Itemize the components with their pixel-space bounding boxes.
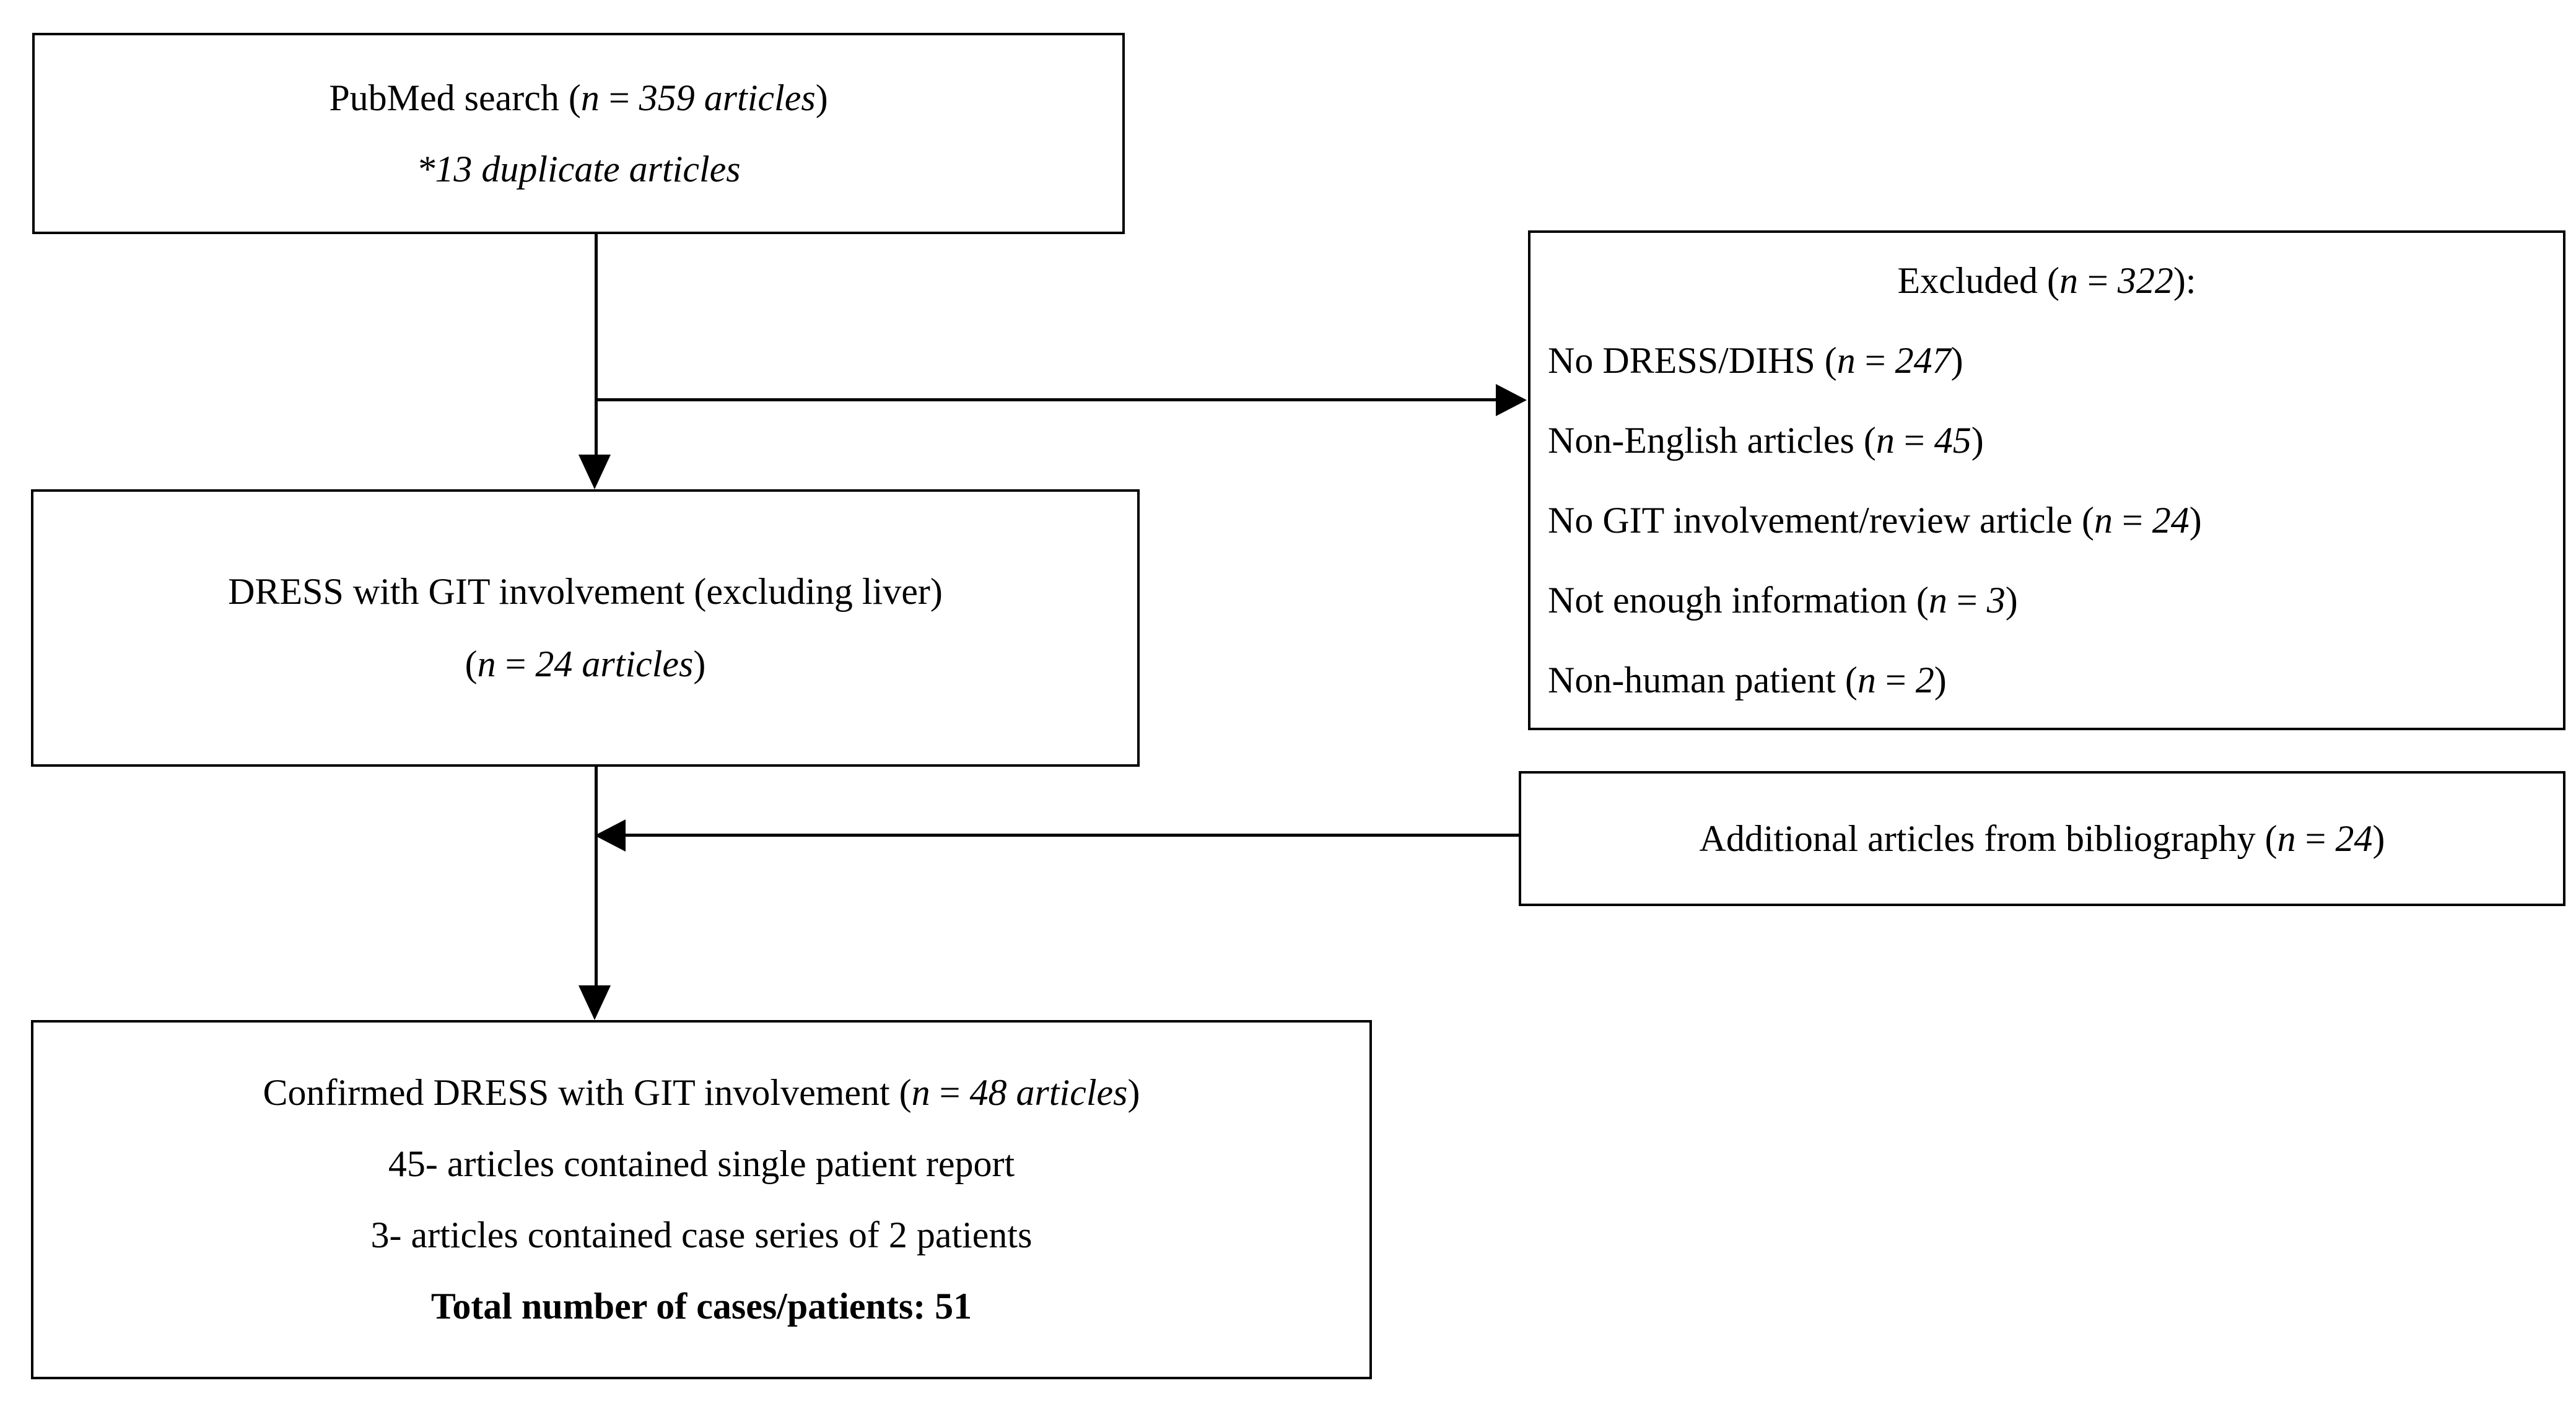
excluded-heading-n-symbol: n	[2059, 260, 2079, 301]
connector-pubmed-to-dress-arrowhead	[579, 455, 611, 489]
confirmed-dress-content: Confirmed DRESS with GIT involvement (n …	[33, 1064, 1369, 1335]
confirmed-dress-count: 48 articles	[969, 1072, 1128, 1113]
excluded-item-no-git: No GIT involvement/review article (n = 2…	[1548, 492, 2546, 549]
excluded-item-not-enough-info: Not enough information (n = 3)	[1548, 572, 2546, 629]
excluded-item-no-git-label: No GIT involvement/review article (	[1548, 499, 2094, 541]
excluded-item-no-dress-n-symbol: n	[1836, 339, 1856, 381]
excluded-heading-prefix: Excluded (	[1897, 260, 2060, 301]
additional-articles-content: Additional articles from bibliography (n…	[1521, 810, 2563, 868]
excluded-item-no-git-value: 24	[2152, 499, 2190, 541]
confirmed-dress-total: Total number of cases/patients: 51	[430, 1286, 972, 1327]
excluded-item-non-human-label: Non-human patient (	[1548, 659, 1858, 700]
excluded-item-non-human-value: 2	[1915, 659, 1934, 700]
additional-articles-equals: =	[2295, 818, 2336, 859]
additional-articles-count: 24	[2335, 818, 2373, 859]
excluded-item-not-enough-info-equals: =	[1947, 579, 1987, 621]
excluded-item-non-human-equals: =	[1875, 659, 1916, 700]
connector-additional-to-flow-arrowhead	[595, 819, 626, 852]
dress-git-n-symbol: n	[477, 643, 496, 684]
pubmed-search-suffix: )	[815, 77, 828, 118]
excluded-item-no-dress-close: )	[1950, 339, 1963, 381]
dress-git-equals: =	[496, 643, 536, 684]
excluded-item-not-enough-info-value: 3	[1986, 579, 2006, 621]
pubmed-search-line-1: PubMed search (n = 359 articles)	[52, 69, 1105, 127]
connector-pubmed-to-dress-line	[595, 234, 598, 456]
additional-articles-n-symbol: n	[2277, 818, 2296, 859]
dress-git-count: 24 articles	[535, 643, 694, 684]
excluded-item-non-human-n-symbol: n	[1857, 659, 1876, 700]
excluded-item-no-dress-label: No DRESS/DIHS (	[1548, 339, 1837, 381]
additional-articles-label: Additional articles from bibliography (	[1699, 818, 2277, 859]
confirmed-dress-line-1: Confirmed DRESS with GIT involvement (n …	[51, 1064, 1352, 1122]
dress-git-open-paren: (	[465, 643, 478, 684]
dress-git-close-paren: )	[693, 643, 706, 684]
pubmed-duplicates-line: *13 duplicate articles	[416, 148, 741, 190]
excluded-heading-count: 322	[2117, 260, 2173, 301]
excluded-item-not-enough-info-n-symbol: n	[1928, 579, 1947, 621]
pubmed-search-box: PubMed search (n = 359 articles) *13 dup…	[32, 33, 1125, 234]
excluded-item-non-english: Non-English articles (n = 45)	[1548, 412, 2546, 469]
excluded-item-no-git-equals: =	[2112, 499, 2152, 541]
connector-dress-to-confirmed-line	[595, 767, 598, 987]
confirmed-dress-label: Confirmed DRESS with GIT involvement (	[263, 1072, 912, 1113]
excluded-item-non-english-close: )	[1971, 419, 1984, 461]
excluded-item-non-english-n-symbol: n	[1875, 419, 1895, 461]
excluded-item-no-dress-value: 247	[1895, 339, 1951, 381]
excluded-item-non-human: Non-human patient (n = 2)	[1548, 652, 2546, 709]
confirmed-dress-box: Confirmed DRESS with GIT involvement (n …	[31, 1020, 1372, 1379]
excluded-item-not-enough-info-close: )	[2005, 579, 2018, 621]
additional-articles-close-paren: )	[2372, 818, 2385, 859]
excluded-heading: Excluded (n = 322):	[1548, 252, 2546, 310]
excluded-item-no-git-close: )	[2189, 499, 2202, 541]
additional-articles-line: Additional articles from bibliography (n…	[1539, 810, 2546, 868]
excluded-item-non-english-equals: =	[1894, 419, 1934, 461]
dress-git-content: DRESS with GIT involvement (excluding li…	[33, 563, 1137, 693]
excluded-item-non-english-value: 45	[1934, 419, 1971, 461]
connector-pubmed-to-excluded-line	[595, 398, 1499, 401]
excluded-item-no-dress-equals: =	[1855, 339, 1895, 381]
additional-articles-box: Additional articles from bibliography (n…	[1519, 771, 2565, 906]
pubmed-search-n-symbol: n	[580, 77, 600, 118]
confirmed-dress-equals: =	[930, 1072, 970, 1113]
excluded-heading-suffix: ):	[2173, 260, 2196, 301]
pubmed-search-count: 359 articles	[639, 77, 816, 118]
excluded-item-non-english-label: Non-English articles (	[1548, 419, 1876, 461]
excluded-content: Excluded (n = 322): No DRESS/DIHS (n = 2…	[1530, 252, 2563, 709]
excluded-item-no-git-n-symbol: n	[2094, 499, 2113, 541]
dress-git-line-1: DRESS with GIT involvement (excluding li…	[228, 571, 943, 612]
dress-git-line-2: (n = 24 articles)	[51, 635, 1120, 693]
confirmed-dress-n-symbol: n	[911, 1072, 930, 1113]
excluded-item-no-dress: No DRESS/DIHS (n = 247)	[1548, 332, 2546, 390]
excluded-item-non-human-close: )	[1934, 659, 1947, 700]
excluded-heading-equals: =	[2078, 260, 2118, 301]
pubmed-search-equals: =	[599, 77, 639, 118]
connector-pubmed-to-excluded-arrowhead	[1496, 384, 1527, 416]
confirmed-dress-line-2: 45- articles contained single patient re…	[388, 1143, 1015, 1184]
excluded-item-not-enough-info-label: Not enough information (	[1548, 579, 1929, 621]
excluded-box: Excluded (n = 322): No DRESS/DIHS (n = 2…	[1528, 230, 2565, 730]
connector-additional-to-flow-line	[626, 834, 1521, 837]
confirmed-dress-line-3: 3- articles contained case series of 2 p…	[370, 1215, 1033, 1255]
dress-git-box: DRESS with GIT involvement (excluding li…	[31, 489, 1140, 767]
pubmed-search-prefix: PubMed search (	[329, 77, 581, 118]
pubmed-search-content: PubMed search (n = 359 articles) *13 dup…	[35, 69, 1122, 198]
confirmed-dress-close-paren: )	[1127, 1072, 1140, 1113]
connector-dress-to-confirmed-arrowhead	[579, 985, 611, 1020]
